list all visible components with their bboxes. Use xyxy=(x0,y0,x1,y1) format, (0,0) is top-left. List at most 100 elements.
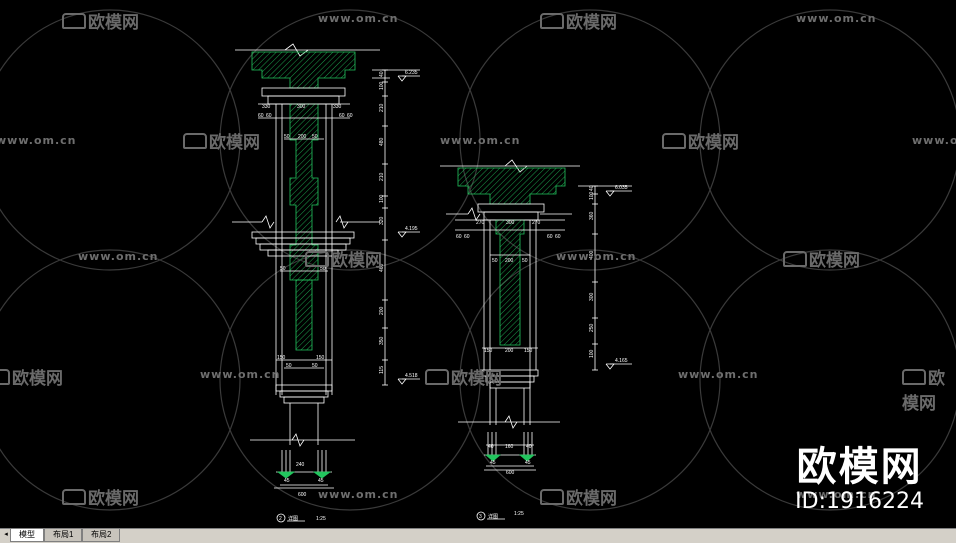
dim-left-50e: 50 xyxy=(286,363,292,369)
watermark-url: www.om.cn xyxy=(318,488,399,501)
level-left-top: 6.235 xyxy=(405,70,418,76)
dim-left-45a: 45 xyxy=(284,478,290,484)
vdim-left-7: 460 xyxy=(379,263,385,272)
cad-drawing: 330 300 330 60 60 60 60 200 50 50 50 50 … xyxy=(0,9,956,523)
dim-left-300: 300 xyxy=(297,104,306,110)
left-dimension-labels: 330 300 330 60 60 60 60 200 50 50 50 50 … xyxy=(258,70,418,522)
dim-right-160: 160 xyxy=(505,444,514,450)
dim-right-60d: 60 xyxy=(555,234,561,240)
dim-left-50d: 50 xyxy=(320,266,326,272)
watermark-logo: 欧模网 xyxy=(540,8,617,33)
dim-right-200b: 200 xyxy=(505,348,514,354)
dim-right-600: 600 xyxy=(506,470,515,476)
dim-right-270b: 270 xyxy=(532,220,541,226)
dim-left-45b: 45 xyxy=(318,478,324,484)
title-right: 详图 xyxy=(488,513,498,520)
vdim-left-4: 210 xyxy=(379,172,385,181)
watermark-logo: 欧模网 xyxy=(62,8,139,33)
dim-right-45a: 45 xyxy=(490,460,496,466)
watermark-url: www.om.cn xyxy=(78,250,159,263)
watermark-url: www.om.cn xyxy=(318,12,399,25)
vdim-left-0: 40 xyxy=(379,71,385,77)
watermark-url: www.om.cn xyxy=(796,488,877,501)
dim-left-50b: 50 xyxy=(312,134,318,140)
vdim-left-5: 100 xyxy=(379,194,385,203)
vdim-left-10: 115 xyxy=(379,366,385,374)
watermark-url: www.om.cn xyxy=(0,134,77,147)
dim-right-60c: 60 xyxy=(547,234,553,240)
title-left: 详图 xyxy=(288,515,298,522)
watermark-url: www.om.cn xyxy=(678,368,759,381)
watermark-logo: 欧模网 xyxy=(425,364,502,389)
vdim-right-4: 300 xyxy=(589,292,595,301)
vdim-right-0: 40 xyxy=(589,185,595,191)
dim-right-200: 200 xyxy=(505,258,514,264)
dim-left-50c: 50 xyxy=(280,266,286,272)
dim-left-60d: 60 xyxy=(347,113,353,119)
dim-left-200: 200 xyxy=(298,134,307,140)
tab-nav-prev-icon[interactable]: ◂ xyxy=(4,531,8,538)
dim-right-150a: 150 xyxy=(484,348,493,354)
dim-left-150b: 150 xyxy=(316,355,325,361)
vdim-left-3: 480 xyxy=(379,137,385,146)
title-right-num: 3 xyxy=(479,514,482,520)
dim-left-600: 600 xyxy=(298,492,307,498)
watermark-logo: 欧模网 xyxy=(902,369,945,414)
brand-watermark: 欧模网 ID:1916224 xyxy=(795,445,924,515)
vdim-left-9: 350 xyxy=(379,336,385,345)
cad-model-space[interactable]: 330 300 330 60 60 60 60 200 50 50 50 50 … xyxy=(0,0,956,528)
title-left-num: 2 xyxy=(279,516,282,522)
watermark-logo: 欧模网 xyxy=(783,246,860,271)
watermark-url: www.om.cn xyxy=(440,134,521,147)
brand-name: 欧模网 xyxy=(796,444,923,490)
dim-right-150b: 150 xyxy=(524,348,533,354)
dim-right-270a: 270 xyxy=(476,220,485,226)
dim-right-50b: 50 xyxy=(522,258,528,264)
dim-left-50f: 50 xyxy=(312,363,318,369)
vdim-right-6: 100 xyxy=(589,349,595,358)
right-dimension-labels: 60 60 270 300 270 60 60 50 200 50 150 20… xyxy=(456,185,628,520)
watermark-url: www.om.cn xyxy=(200,368,281,381)
dim-left-240: 240 xyxy=(296,462,305,468)
watermark-logo: 欧模网 xyxy=(0,364,63,389)
level-right-low: 4.165 xyxy=(615,358,628,364)
dim-right-45b: 45 xyxy=(525,460,531,466)
right-column-drawing xyxy=(440,159,632,521)
vdim-left-2: 210 xyxy=(379,103,385,112)
left-column-drawing xyxy=(232,43,420,523)
dim-left-330a: 330 xyxy=(262,104,271,110)
vdim-right-2: 360 xyxy=(589,211,595,220)
dim-left-150a: 150 xyxy=(277,355,286,361)
dim-right-40b: 40 xyxy=(526,444,532,450)
dim-right-60a: 60 xyxy=(456,234,462,240)
vdim-right-1: 100 xyxy=(589,191,595,200)
tab-layout-2[interactable]: 布局2 xyxy=(82,529,121,542)
watermark-logo: 欧模网 xyxy=(540,484,617,509)
tab-layout-1[interactable]: 布局1 xyxy=(44,529,83,542)
vdim-right-3: 400 xyxy=(589,250,595,259)
dim-right-300: 300 xyxy=(506,220,515,226)
dim-right-50a: 50 xyxy=(492,258,498,264)
dim-right-60b: 60 xyxy=(464,234,470,240)
layout-tab-bar: ◂ 模型 布局1 布局2 xyxy=(0,528,956,543)
dim-left-60a: 60 xyxy=(258,113,264,119)
watermark-logo: 欧模网 xyxy=(183,128,260,153)
dim-right-40a: 40 xyxy=(488,444,494,450)
watermark-logo: 欧模网 xyxy=(305,246,382,271)
dim-left-60b: 60 xyxy=(266,113,272,119)
dim-left-330b: 330 xyxy=(333,104,342,110)
tab-model[interactable]: 模型 xyxy=(10,529,44,542)
watermark-circles xyxy=(0,9,956,511)
vdim-left-1: 100 xyxy=(379,81,385,90)
watermark-logo: 欧模网 xyxy=(662,128,739,153)
level-left-mid: 4.195 xyxy=(405,226,418,232)
level-left-low: 4.518 xyxy=(405,373,418,379)
level-right-top: 6.035 xyxy=(615,185,628,191)
vdim-left-8: 200 xyxy=(379,306,385,315)
watermark-url: www.om.cn xyxy=(912,134,956,147)
dim-left-50a: 50 xyxy=(284,134,290,140)
watermark-url: www.om.cn xyxy=(556,250,637,263)
scale-right: 1:25 xyxy=(514,511,524,517)
